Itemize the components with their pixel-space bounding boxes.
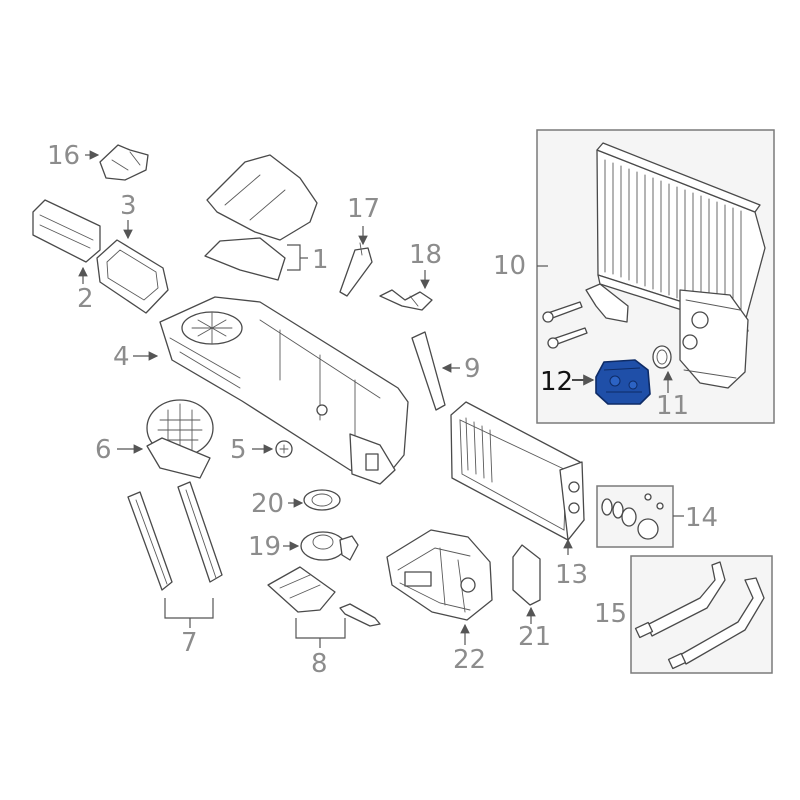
- sensor-16: [99, 144, 149, 181]
- filter-housing-2: [32, 199, 101, 263]
- strip-9: [411, 331, 446, 411]
- refrigerant-pipes: [634, 561, 765, 670]
- callout-11: 11: [656, 391, 689, 421]
- main-hvac-housing: [159, 296, 409, 485]
- cabin-filters: [127, 481, 223, 591]
- callout-2: 2: [77, 284, 94, 314]
- callout-1: 1: [312, 245, 329, 275]
- clip-5: [275, 440, 293, 458]
- control-module: [512, 544, 541, 606]
- seal-kit: [601, 493, 664, 540]
- callout-8: 8: [311, 649, 328, 679]
- callout-7: 7: [181, 628, 198, 658]
- motor-bracket-8: [267, 566, 381, 627]
- callout-16: 16: [47, 141, 80, 171]
- callout-15: 15: [594, 599, 627, 629]
- callout-19: 19: [248, 532, 281, 562]
- actuator-19: [300, 531, 359, 561]
- callout-4: 4: [113, 342, 130, 372]
- callout-20: 20: [251, 489, 284, 519]
- ring-20: [303, 489, 341, 511]
- callout-3: 3: [120, 191, 137, 221]
- lower-housing: [386, 529, 493, 621]
- upper-cover: [204, 154, 318, 281]
- evaporator-fitting: [679, 289, 749, 389]
- blower-fan: [146, 399, 214, 479]
- callout-18: 18: [409, 240, 442, 270]
- seal-kit-panel: [596, 485, 674, 548]
- heater-core: [450, 401, 585, 541]
- callout-10: 10: [493, 251, 526, 281]
- o-ring: [652, 345, 672, 369]
- sensor-18: [379, 289, 433, 311]
- callout-6: 6: [95, 435, 112, 465]
- bolts: [542, 301, 588, 349]
- sensor-17: [339, 242, 373, 297]
- callout-5: 5: [230, 435, 247, 465]
- bracket-plate: [585, 283, 629, 323]
- callout-9: 9: [464, 354, 481, 384]
- callout-22: 22: [453, 645, 486, 675]
- callout-13: 13: [555, 560, 588, 590]
- callout-12[interactable]: 12: [540, 367, 573, 397]
- callout-21: 21: [518, 622, 551, 652]
- expansion-valve-highlighted[interactable]: [595, 359, 651, 405]
- callout-17: 17: [347, 194, 380, 224]
- callout-14: 14: [685, 503, 718, 533]
- frame-3: [96, 239, 169, 314]
